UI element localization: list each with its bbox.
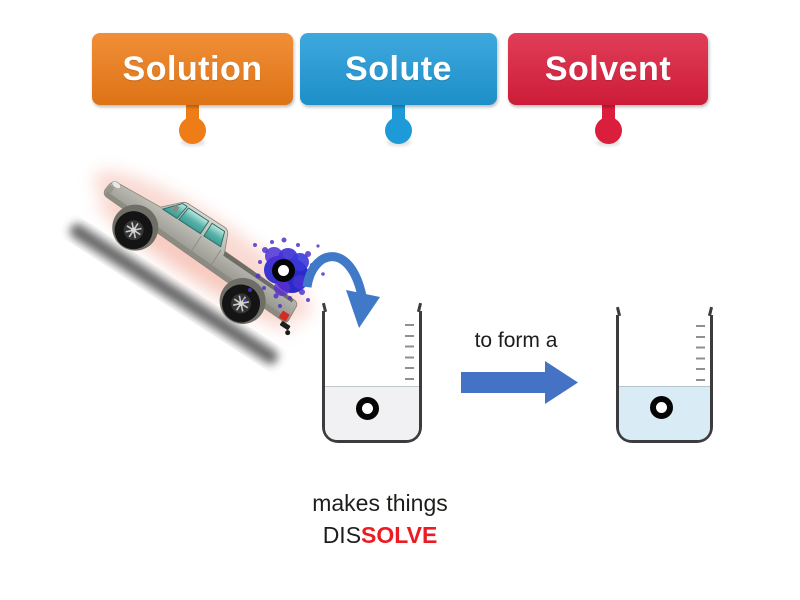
label-box: Solvent (508, 33, 708, 105)
right-arrow-icon (461, 361, 578, 404)
beaker-lip (416, 302, 423, 313)
beaker-scale (696, 325, 705, 432)
front-wheel (114, 211, 153, 250)
label-solute[interactable]: Solute (300, 33, 497, 148)
car-shadow (69, 223, 279, 365)
curved-pour-arrow-icon (302, 252, 380, 328)
connector-text: to form a (474, 329, 558, 352)
drop-zone-marker-right-beaker[interactable] (650, 396, 673, 419)
label-box: Solute (300, 33, 497, 105)
caption: makes things DISSOLVE (278, 487, 482, 551)
pickup-truck-icon (69, 171, 312, 365)
beaker-lip (615, 306, 622, 317)
car-pouring-solute-illustration (69, 171, 380, 365)
taillight (279, 310, 290, 322)
label-box: Solution (92, 33, 293, 105)
label-solvent[interactable]: Solvent (508, 33, 708, 148)
rear-window (203, 222, 226, 248)
pin-dot (385, 117, 412, 144)
headlight (111, 181, 122, 189)
caption-line1: makes things (312, 490, 448, 516)
label-text: Solution (122, 49, 263, 88)
caption-dis: DIS (322, 522, 362, 548)
rear-wheel (222, 284, 261, 323)
drop-zone-marker-left-beaker[interactable] (356, 397, 379, 420)
pin-dot (594, 117, 622, 144)
drop-zone-marker-car-powder[interactable] (272, 259, 295, 282)
beaker-lip (707, 306, 714, 317)
label-solution[interactable]: Solution (92, 33, 293, 148)
tow-hitch (279, 321, 291, 331)
beaker-right (615, 306, 714, 443)
label-text: Solvent (544, 49, 672, 88)
front-window (177, 207, 210, 235)
side-mirror (172, 205, 180, 213)
beaker-scale (405, 324, 414, 434)
label-text: Solute (345, 49, 452, 88)
pin-dot (179, 117, 206, 144)
grille (105, 184, 114, 194)
caption-line2: DISSOLVE (278, 519, 482, 551)
caption-solve: SOLVE (361, 522, 438, 548)
